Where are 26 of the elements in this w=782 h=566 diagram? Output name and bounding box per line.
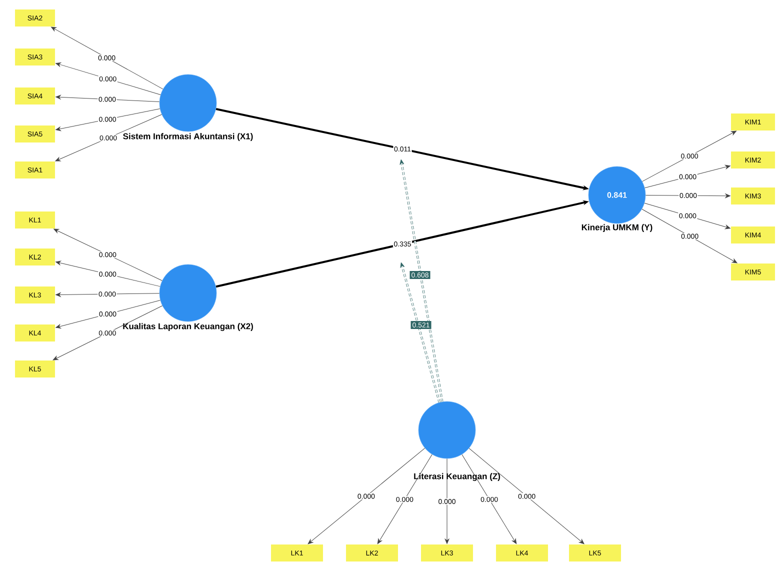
- arrow: [642, 130, 736, 182]
- construct-label: Literasi Keuangan (Z): [414, 473, 500, 481]
- arrow: [50, 26, 164, 90]
- construct-label: Sistem Informasi Akuntansi (X1): [123, 133, 253, 141]
- moderating-arrow: [400, 262, 440, 403]
- moderating-arrow: [400, 159, 444, 402]
- arrow: [377, 454, 432, 544]
- arrow: [56, 62, 161, 95]
- arrow: [56, 260, 160, 287]
- arrow: [55, 114, 162, 162]
- construct-label: Kualitas Laporan Keuangan (X2): [123, 323, 253, 331]
- arrow: [56, 300, 160, 329]
- arrow: [444, 458, 450, 544]
- arrow: [308, 448, 426, 544]
- arrow: [644, 202, 730, 230]
- arrow: [468, 448, 584, 544]
- arrow: [54, 228, 162, 281]
- arrow: [645, 194, 730, 198]
- arrow: [644, 164, 730, 188]
- arrow: [52, 306, 163, 360]
- arrow: [56, 95, 160, 102]
- arrow: [56, 292, 160, 297]
- arrow: [642, 208, 738, 264]
- construct-label: Kinerja UMKM (Y): [582, 224, 652, 232]
- arrow: [56, 108, 160, 131]
- arrow: [462, 454, 517, 544]
